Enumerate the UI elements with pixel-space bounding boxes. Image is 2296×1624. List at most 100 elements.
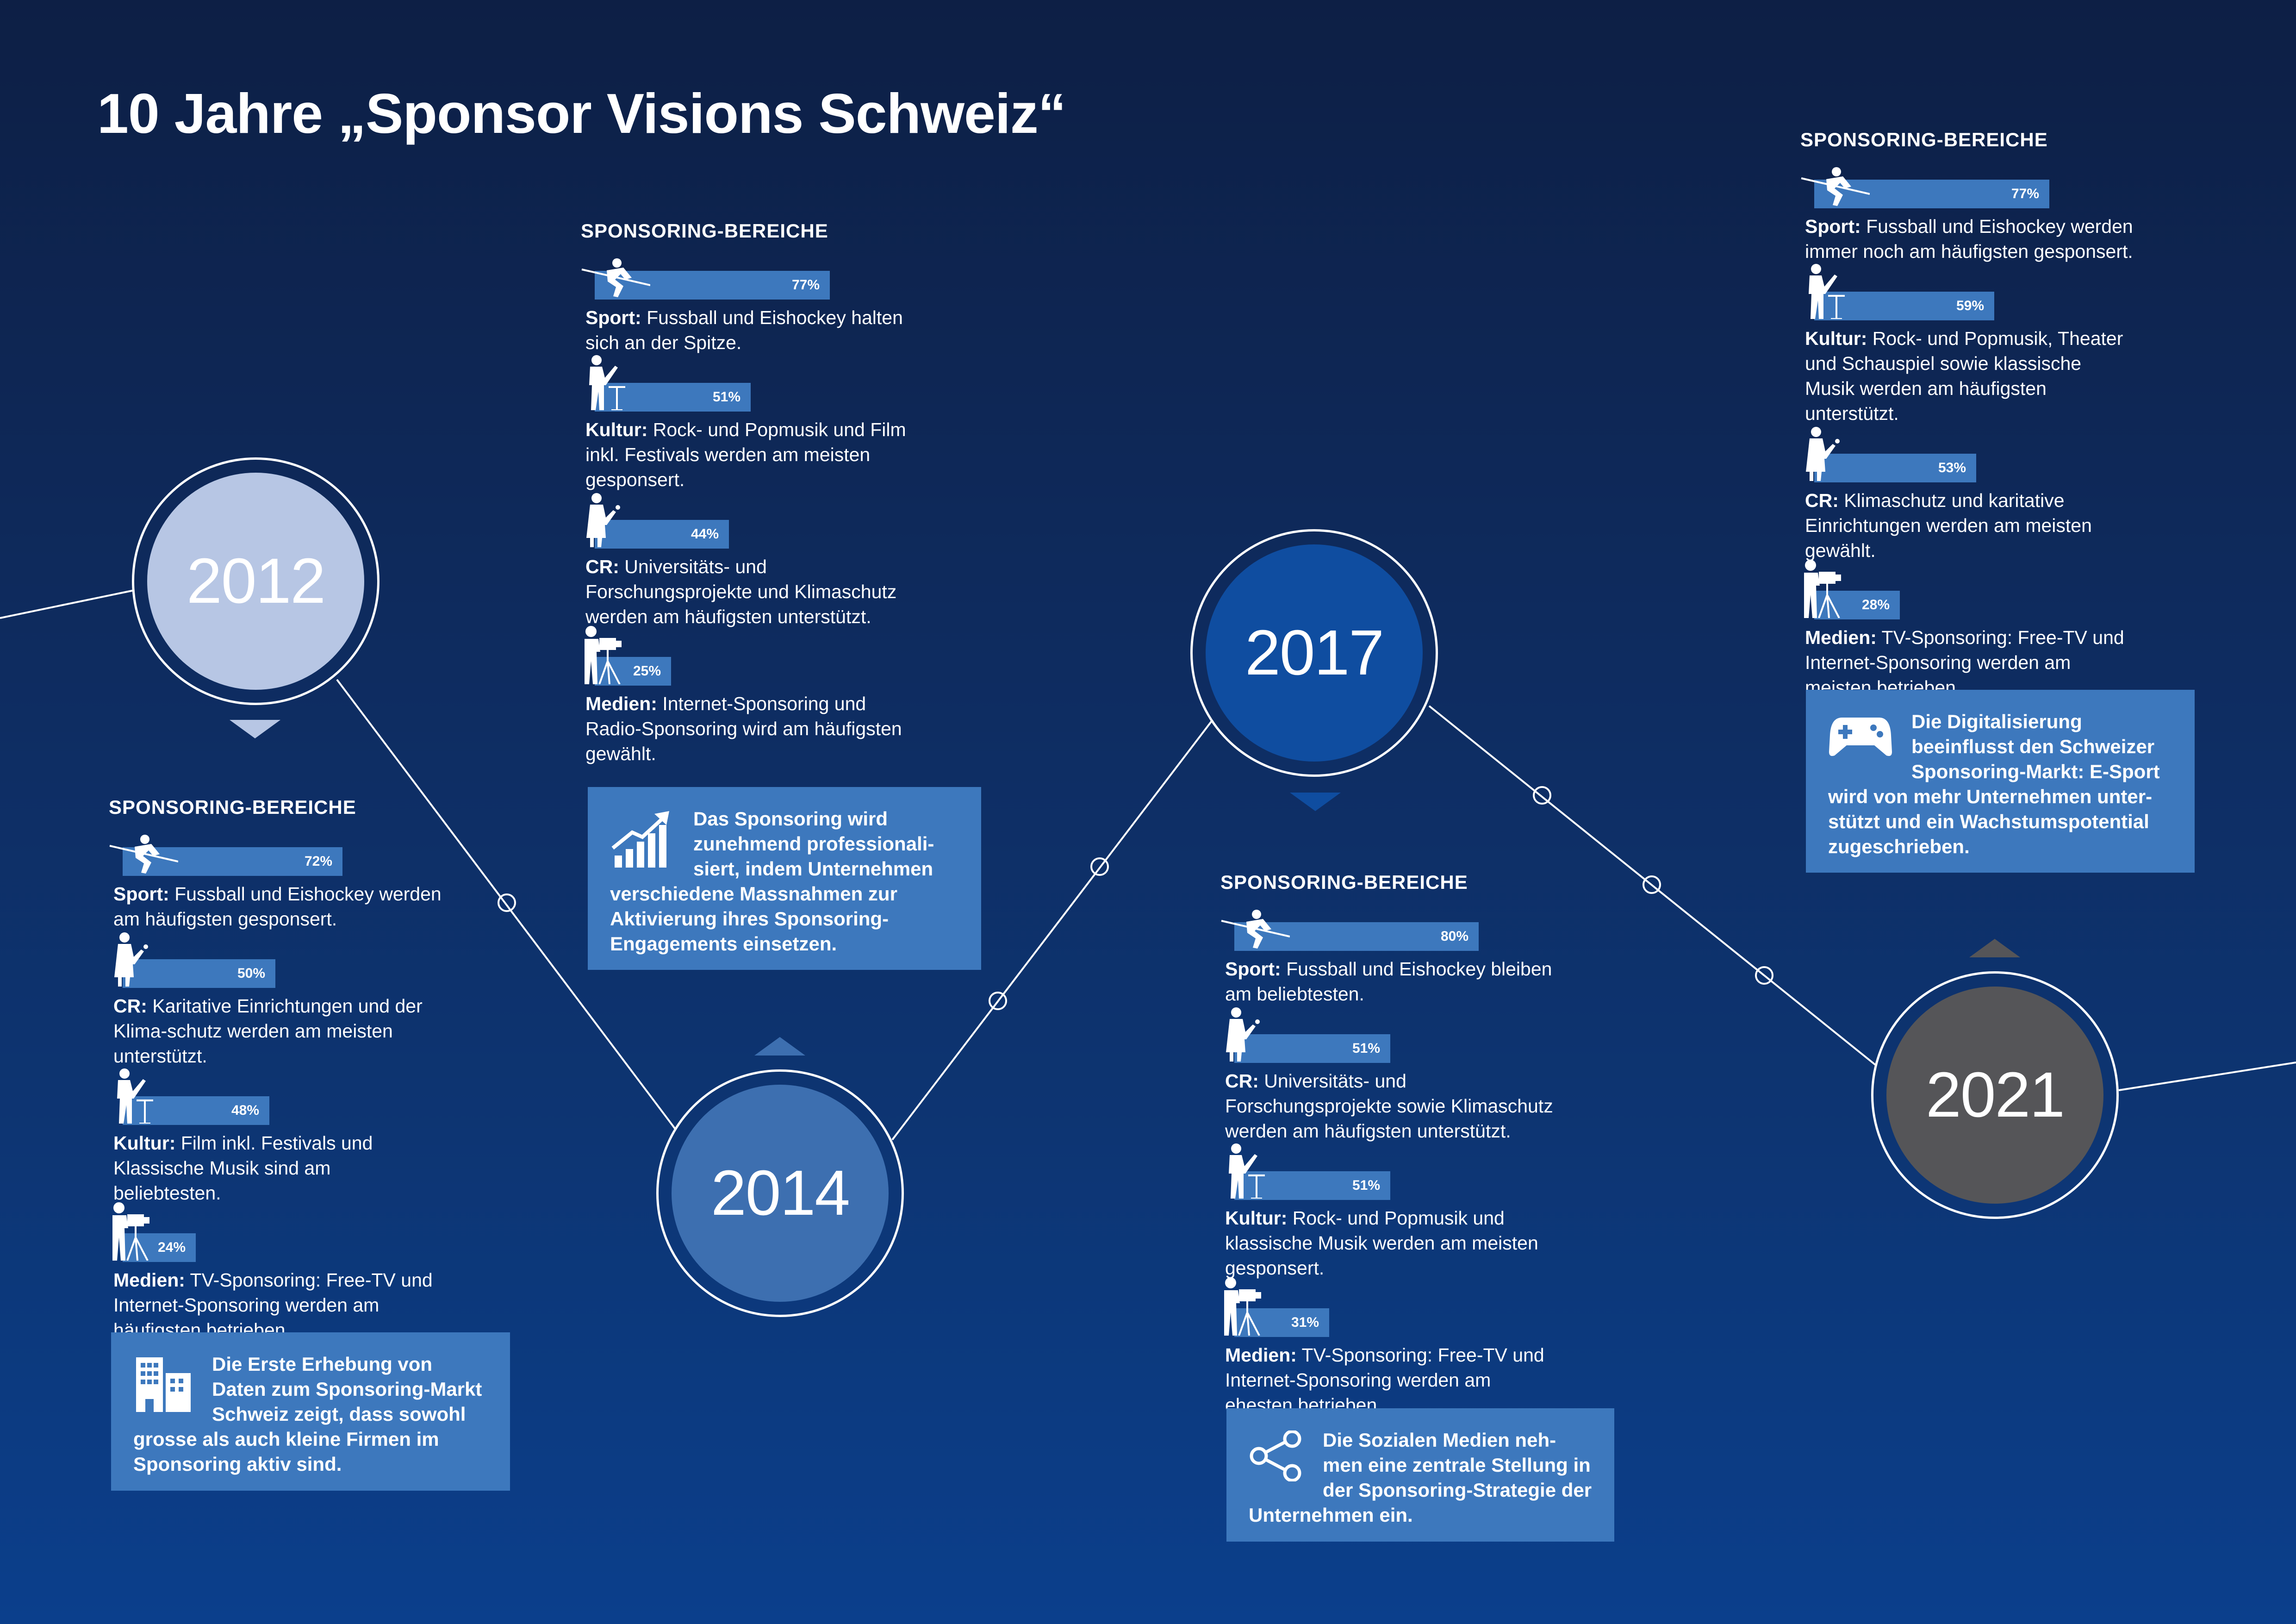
year-circle-2012 [132, 457, 380, 705]
sponsoring-item: 53%CR: Klimaschutz und karitative Einric… [1800, 427, 2134, 563]
sponsoring-item: 44%CR: Universitäts- und Forschungsproje… [581, 493, 914, 629]
conductor-icon [1800, 263, 1847, 321]
conductor-icon [109, 1068, 155, 1126]
skier-icon [1220, 908, 1290, 952]
cameraman-icon [581, 624, 627, 687]
item-text: Rock- und Popmusik, Theater und Schauspi… [1805, 328, 2123, 424]
bar-row: 31% [1220, 1277, 1554, 1338]
sponsoring-item: 77%Sport: Fussball und Eishockey werden … [1800, 167, 2134, 264]
percent-bar: 77% [1814, 180, 2049, 208]
percent-value: 77% [2011, 186, 2039, 201]
item-description: Kultur: Rock- und Popmusik und klassisch… [1220, 1206, 1554, 1280]
timeline-node [989, 992, 1007, 1010]
item-label: Kultur: [113, 1132, 176, 1154]
percent-value: 44% [691, 526, 719, 542]
item-description: Sport: Fussball und Eishockey halten sic… [581, 305, 914, 355]
sponsoring-item: 51% Kultur: Rock- und Popmusik und klassi… [1220, 1143, 1554, 1280]
section-heading: SPONSORING-BEREICHE [1220, 871, 1468, 893]
percent-bar: 53% [1814, 454, 1976, 482]
item-label: Sport: [1225, 958, 1281, 980]
percent-value: 28% [1861, 597, 1890, 612]
infobox-2012: Die Erste Erhebung von Daten zum Sponsor… [111, 1332, 510, 1491]
item-description: CR: Universitäts- und Forschungsprojekte… [1220, 1068, 1554, 1143]
bar-row: 51% [1220, 1007, 1554, 1064]
item-text: Rock- und Popmusik und klassische Musik … [1225, 1207, 1538, 1279]
percent-value: 50% [237, 966, 265, 981]
item-text: Film inkl. Festivals und Klassische Musi… [113, 1132, 373, 1204]
conductor-icon [581, 355, 627, 412]
bar-row: 80% [1220, 910, 1554, 952]
sponsoring-item: 25% Medien: Internet-Sponsoring und Radio… [581, 626, 914, 766]
percent-bar: 77% [595, 271, 830, 300]
item-description: Medien: Internet-Sponsoring und Radio-Sp… [581, 691, 914, 766]
percent-value: 25% [633, 663, 661, 679]
skier-icon [109, 833, 179, 877]
timeline-node [498, 893, 516, 912]
item-description: Medien: TV-Sponsoring: Free-TV und Inter… [1220, 1343, 1554, 1418]
percent-value: 24% [157, 1240, 186, 1255]
sponsoring-item: 50% CR: Karitative Einrichtungen und der … [109, 932, 442, 1068]
infobox-2017: Die Sozialen Medien neh-men eine zentral… [1226, 1408, 1614, 1542]
bar-row: 59% [1800, 264, 2134, 321]
section-2014: SPONSORING-BEREICHE 77% Sport: Fussball un… [581, 220, 914, 782]
item-description: Sport: Fussball und Eishockey werden am … [109, 881, 442, 931]
section-2012: SPONSORING-BEREICHE 72%Sport: Fussball un… [109, 796, 442, 1358]
bar-row: 50% [109, 932, 442, 989]
sponsoring-item: 77% Sport: Fussball und Eishockey halten … [581, 258, 914, 355]
item-label: Kultur: [1805, 328, 1867, 349]
timeline-node [1090, 857, 1109, 876]
item-label: Medien: [1805, 627, 1877, 648]
item-label: CR: [585, 556, 619, 577]
bar-row: 24% [109, 1202, 442, 1263]
page-title: 10 Jahre „Sponsor Visions Schweiz“ [97, 82, 1066, 145]
item-text: Universitäts- und Forschungsprojekte sow… [1225, 1070, 1553, 1142]
item-text: Karitative Einrichtungen und der Klima-s… [113, 995, 423, 1067]
cr-person-icon [1800, 425, 1842, 483]
item-description: Medien: TV-Sponsoring: Free-TV und Inter… [109, 1268, 442, 1343]
cr-person-icon [109, 931, 150, 989]
pointer-2017 [1290, 793, 1341, 811]
sponsoring-item: 51% Kultur: Rock- und Popmusik und Film i… [581, 355, 914, 492]
section-heading: SPONSORING-BEREICHE [581, 220, 828, 242]
item-text: TV-Sponsoring: Free-TV und Internet-Spon… [1225, 1344, 1544, 1416]
bar-row: 48% [109, 1068, 442, 1126]
item-label: Kultur: [585, 419, 648, 440]
sponsoring-item: 51% CR: Universitäts- und Forschungsproje… [1220, 1007, 1554, 1143]
infobox-text: Die Digitalisierung beeinflusst den Schw… [1828, 711, 2160, 857]
item-description: CR: Karitative Einrichtungen und der Kli… [109, 993, 442, 1068]
sponsoring-item: 24% Medien: TV-Sponsoring: Free-TV und In… [109, 1202, 442, 1343]
infobox-text: Die Sozialen Medien neh-men eine zentral… [1249, 1429, 1592, 1526]
pointer-2012 [230, 720, 280, 738]
bar-row: 72% [109, 835, 442, 877]
percent-bar: 80% [1234, 922, 1479, 951]
infobox-text: Das Sponsoring wird zunehmend profession… [610, 808, 934, 955]
item-label: Medien: [1225, 1344, 1297, 1366]
percent-value: 51% [1352, 1178, 1380, 1193]
section-heading: SPONSORING-BEREICHE [109, 796, 356, 818]
sponsoring-item: 31%Medien: TV-Sponsoring: Free-TV und In… [1220, 1277, 1554, 1418]
year-circle-2017 [1190, 529, 1438, 777]
item-text: TV-Sponsoring: Free-TV und Internet-Spon… [1805, 627, 2124, 698]
percent-value: 48% [231, 1103, 259, 1118]
cameraman-icon [1800, 558, 1847, 620]
item-description: Kultur: Film inkl. Festivals und Klassis… [109, 1131, 442, 1206]
pointer-2014 [754, 1037, 805, 1056]
item-label: CR: [1805, 490, 1839, 511]
percent-value: 51% [1352, 1041, 1380, 1056]
percent-value: 51% [712, 389, 740, 405]
item-text: Rock- und Popmusik und Film inkl. Festiv… [585, 419, 906, 490]
item-label: Sport: [1805, 216, 1861, 237]
item-label: Sport: [113, 883, 169, 905]
growth-chart-icon [610, 809, 675, 875]
item-description: Sport: Fussball und Eishockey bleiben am… [1220, 956, 1554, 1006]
sponsoring-item: 72%Sport: Fussball und Eishockey werden … [109, 835, 442, 931]
gamepad-icon [1828, 712, 1893, 764]
buildings-icon [133, 1355, 193, 1421]
year-label-2021: 2021 [1886, 987, 2103, 1204]
item-description: Medien: TV-Sponsoring: Free-TV und Inter… [1800, 625, 2134, 700]
year-circle-2014 [656, 1069, 904, 1317]
year-circle-2021 [1871, 971, 2119, 1219]
timeline-node [1643, 875, 1661, 894]
item-label: CR: [113, 995, 147, 1017]
item-text: Fussball und Eishockey halten sich an de… [585, 307, 903, 353]
